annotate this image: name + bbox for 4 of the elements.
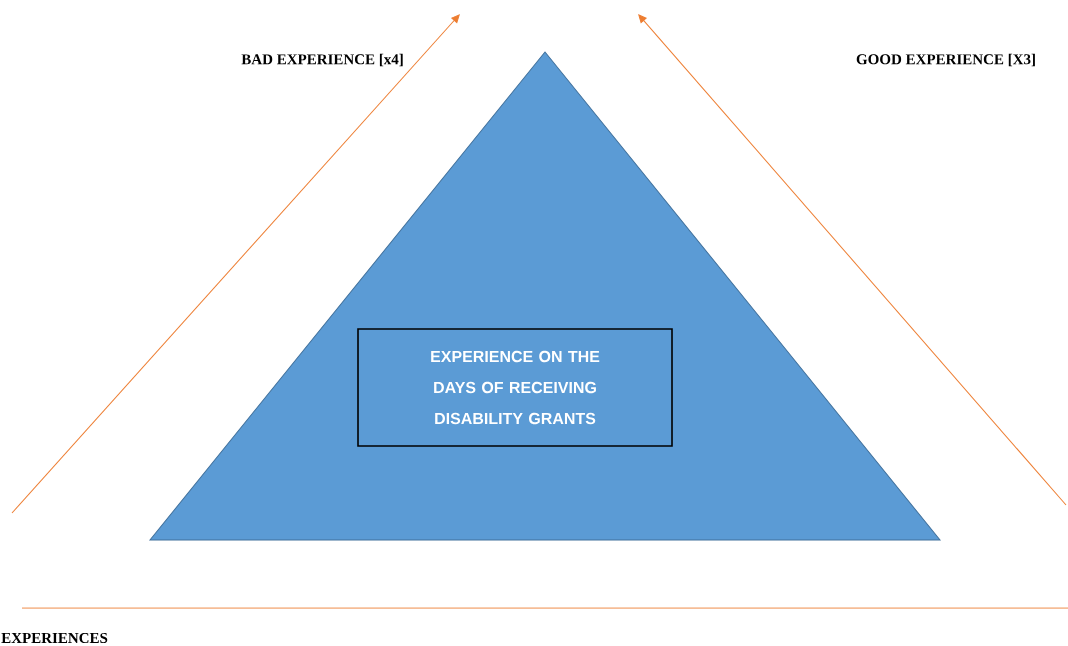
text-box: EXPERIENCE ON THE DAYS OF RECEIVING DISABILITY GRANTS — [357, 328, 673, 447]
heading-text: GOOD EXPERIENCE [X3] — [856, 53, 1035, 67]
heading-text: BAD EXPERIENCE [x4] — [241, 53, 403, 67]
heading-text: EXPERIENCES — [1, 632, 108, 644]
